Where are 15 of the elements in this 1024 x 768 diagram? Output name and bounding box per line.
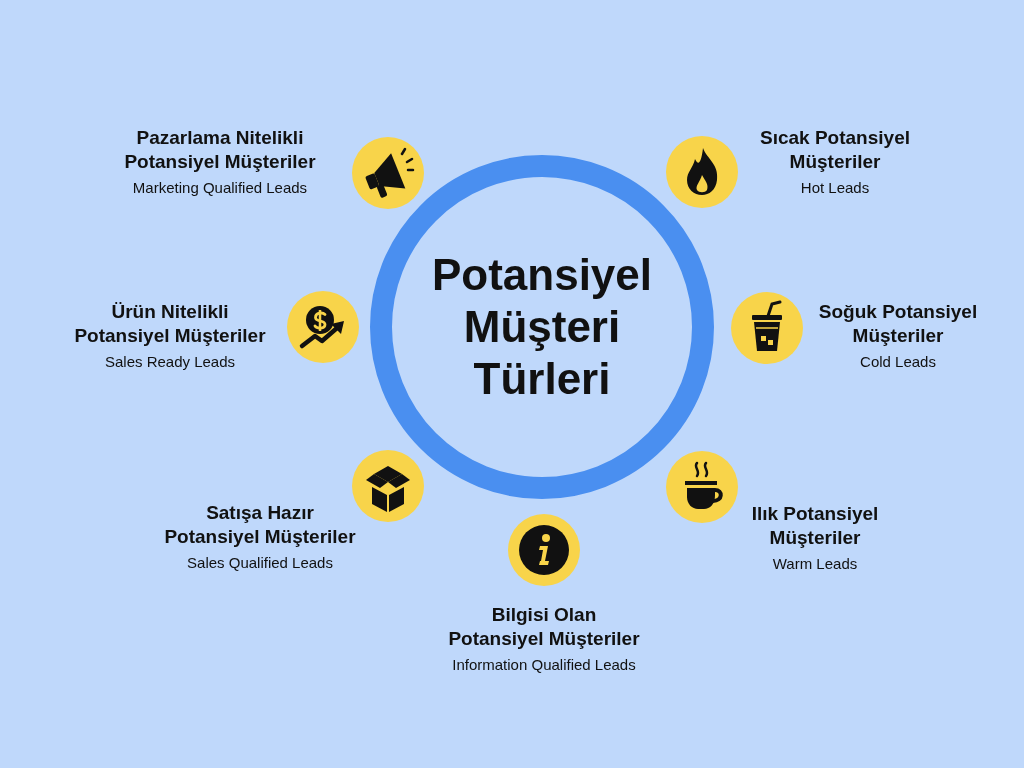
node-heading: Sıcak Potansiyel Müşteriler — [759, 126, 911, 174]
node-heading: Soğuk Potansiyel Müşteriler — [817, 300, 979, 348]
node-subtitle: Hot Leads — [800, 178, 870, 198]
node-heading: Ilık Potansiyel Müşteriler — [750, 502, 880, 550]
node-heading: Satışa Hazır Potansiyel Müşteriler — [163, 501, 357, 549]
center-title: Potansiyel Müşteri Türleri — [430, 249, 654, 405]
node-subtitle: Information Qualified Leads — [452, 655, 636, 675]
node-subtitle: Warm Leads — [772, 554, 858, 574]
node-subtitle: Cold Leads — [860, 352, 936, 372]
node-heading: Ürün Nitelikli Potansiyel Müşteriler — [73, 300, 267, 348]
node-subtitle: Marketing Qualified Leads — [132, 178, 308, 198]
node-subtitle: Sales Ready Leads — [104, 352, 236, 372]
node-heading: Bilgisi Olan Potansiyel Müşteriler — [447, 603, 641, 651]
node-heading: Pazarlama Nitelikli Potansiyel Müşteriler — [123, 126, 317, 174]
node-subtitle: Sales Qualified Leads — [187, 553, 333, 573]
